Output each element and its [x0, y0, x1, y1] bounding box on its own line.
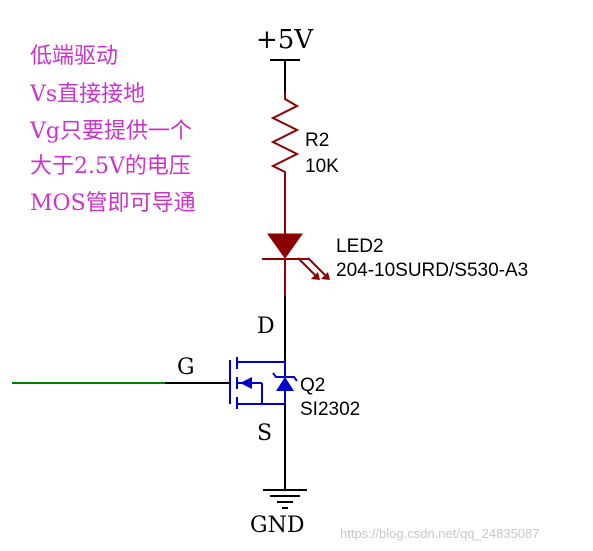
ground-symbol: [263, 489, 307, 509]
led-emission-arrowhead: [321, 272, 330, 280]
resistor-ref: R2: [305, 130, 329, 151]
annotation-block: 低端驱动 Vs直接接地 Vg只要提供一个 大于2.5V的电压 MOS管即可导通: [29, 44, 196, 216]
mosfet-diode-triangle: [276, 377, 294, 391]
led-emission-arrow: [307, 257, 329, 279]
led-led2: LED2 204-10SURD/S530-A3: [262, 233, 528, 281]
resistor-r2: R2 10K: [270, 92, 339, 183]
supply-symbol: +5V: [256, 25, 314, 92]
drain-label: D: [257, 314, 275, 339]
mosfet-q2: [229, 357, 286, 409]
mosfet-part: SI2302: [300, 399, 360, 420]
watermark: https://blog.csdn.net/qq_24835087: [340, 526, 540, 541]
annotation-line: Vg只要提供一个: [29, 119, 192, 144]
led-ref: LED2: [336, 236, 384, 257]
annotation-line: Vs直接接地: [29, 82, 145, 107]
gate-label: G: [177, 355, 195, 380]
ground-label: GND: [250, 513, 304, 538]
led-part: 204-10SURD/S530-A3: [336, 260, 528, 281]
resistor-value: 10K: [305, 156, 339, 177]
mosfet-diode-bar: [272, 372, 298, 382]
mosfet-body-arrowhead: [240, 377, 252, 389]
annotation-line: 大于2.5V的电压: [30, 154, 191, 179]
annotation-line: MOS管即可导通: [30, 191, 196, 216]
supply-label: +5V: [256, 25, 314, 55]
resistor-zigzag: [270, 92, 300, 183]
led-triangle: [267, 233, 303, 259]
mosfet-ref: Q2: [300, 375, 325, 396]
led-emission-arrow: [297, 257, 319, 279]
led-emission-arrowhead: [311, 272, 320, 280]
annotation-line: 低端驱动: [30, 44, 118, 69]
source-label: S: [257, 421, 272, 446]
